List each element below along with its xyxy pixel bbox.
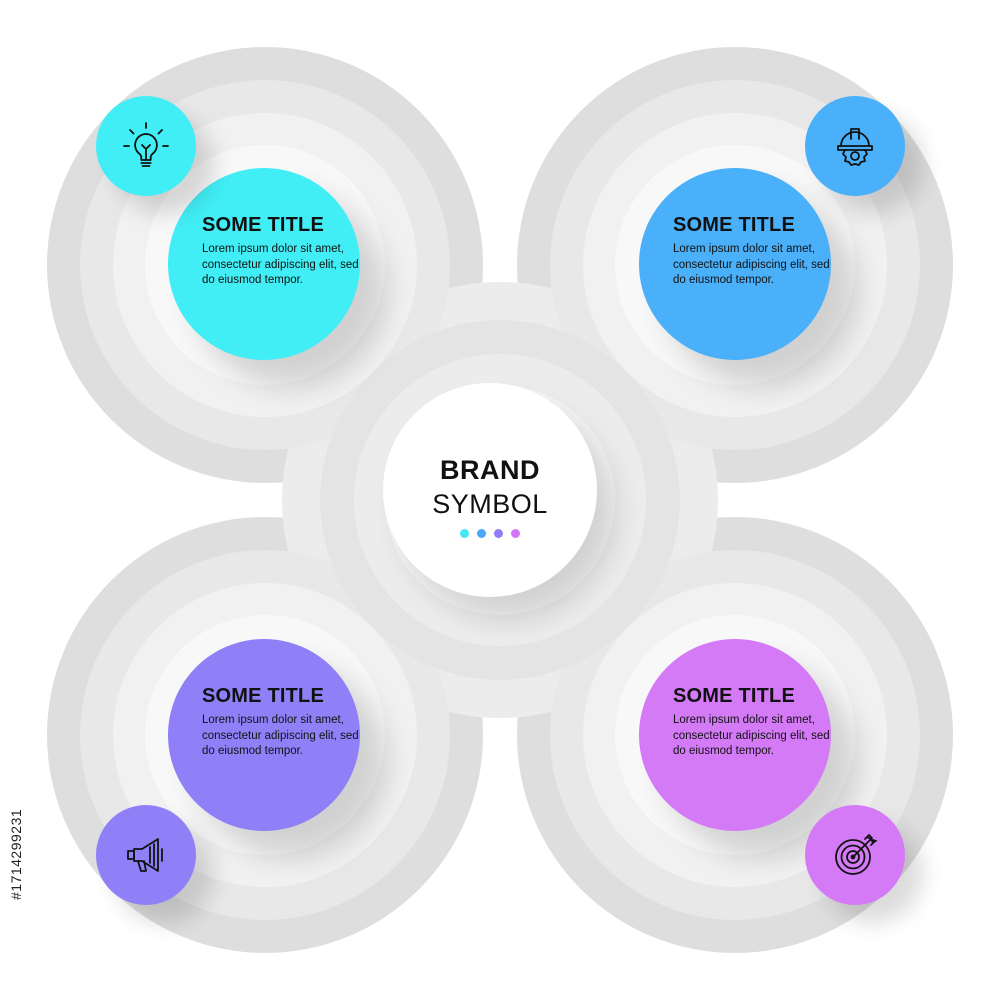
- step-text: Lorem ipsum dolor sit amet, consectetur …: [673, 714, 830, 757]
- step-title: SOME TITLE: [202, 685, 324, 707]
- target-arrow-icon: [835, 834, 877, 875]
- step-circle-bottom-left: SOME TITLE Lorem ipsum dolor sit amet, c…: [168, 639, 360, 831]
- brand-dot: [460, 529, 469, 538]
- icon-badge-bottom-left: [96, 805, 196, 905]
- icon-badge-top-left: [96, 96, 196, 196]
- brand-subtitle: SYMBOL: [432, 489, 548, 519]
- lightbulb-icon: [123, 122, 169, 167]
- brand-dot: [494, 529, 503, 538]
- worker-helmet-gear-icon: [837, 128, 873, 166]
- brand-dot: [511, 529, 520, 538]
- step-title: SOME TITLE: [673, 685, 795, 707]
- step-text: Lorem ipsum dolor sit amet, consectetur …: [202, 243, 359, 286]
- brand-dots: [383, 529, 597, 539]
- megaphone-icon: [127, 838, 163, 872]
- icon-badge-bottom-right: [805, 805, 905, 905]
- step-circle-top-left: SOME TITLE Lorem ipsum dolor sit amet, c…: [168, 168, 360, 360]
- step-circle-top-right: SOME TITLE Lorem ipsum dolor sit amet, c…: [639, 168, 831, 360]
- brand-title: BRAND: [440, 455, 540, 485]
- side-watermark-id: #1714299231: [8, 760, 28, 900]
- step-text: Lorem ipsum dolor sit amet, consectetur …: [673, 243, 830, 286]
- brand-dot: [477, 529, 486, 538]
- side-id-text: #1714299231: [8, 808, 24, 900]
- step-title: SOME TITLE: [202, 214, 324, 236]
- step-circle-bottom-right: SOME TITLE Lorem ipsum dolor sit amet, c…: [639, 639, 831, 831]
- step-title: SOME TITLE: [673, 214, 795, 236]
- step-text: Lorem ipsum dolor sit amet, consectetur …: [202, 714, 359, 757]
- icon-badge-top-right: [805, 96, 905, 196]
- brand-circle: BRAND SYMBOL: [383, 383, 597, 597]
